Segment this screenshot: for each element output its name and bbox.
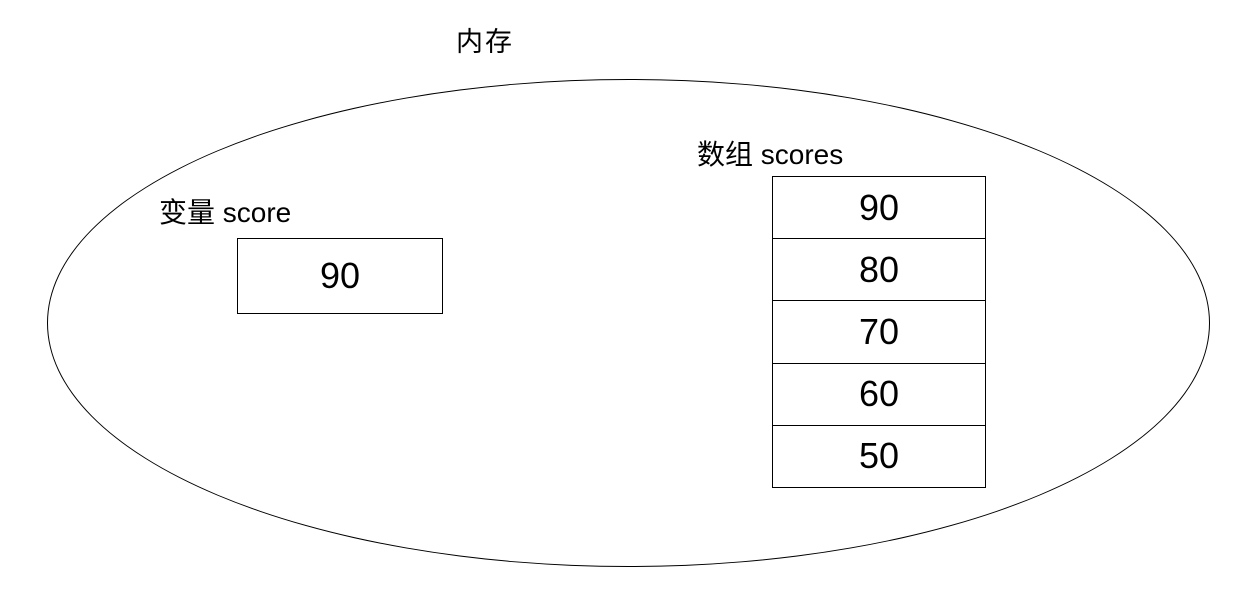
variable-value: 90 xyxy=(319,255,361,296)
array-cell-1: 80 xyxy=(773,239,985,302)
array-cell-value-4: 50 xyxy=(858,435,900,477)
memory-boundary-ellipse xyxy=(47,79,1210,567)
array-cell-value-3: 60 xyxy=(858,373,900,415)
array-label: 数组 scores xyxy=(697,139,844,170)
array-stack: 90 80 70 60 50 xyxy=(772,176,986,488)
array-cell-value-0: 90 xyxy=(858,186,900,228)
array-cell-value-1: 80 xyxy=(858,248,900,290)
array-cell-0: 90 xyxy=(773,177,985,240)
array-cell-2: 70 xyxy=(773,301,985,364)
array-cell-3: 60 xyxy=(773,364,985,426)
diagram-title: 内存 xyxy=(456,27,514,57)
array-cell-value-2: 70 xyxy=(858,311,900,352)
array-cell-4: 50 xyxy=(773,426,985,487)
variable-box: 90 xyxy=(237,238,443,314)
variable-label: 变量 score xyxy=(159,197,292,228)
